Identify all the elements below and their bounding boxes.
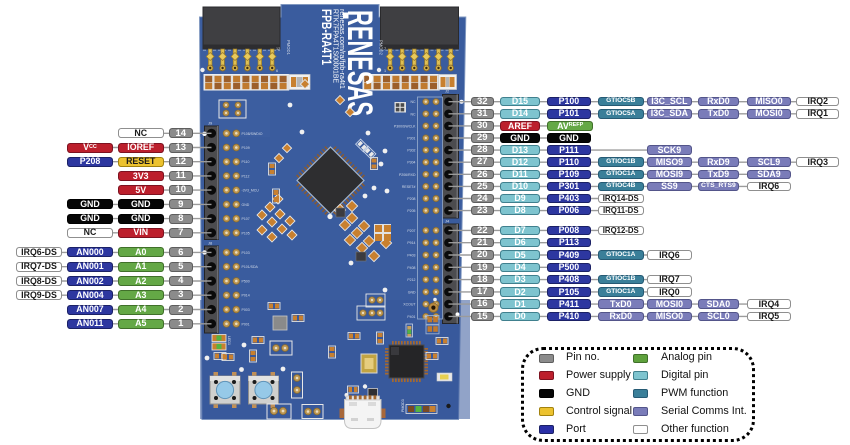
svg-text:FPB-RA4T1: FPB-RA4T1	[319, 9, 334, 65]
svg-text:P109: P109	[242, 146, 250, 150]
svg-text:P401: P401	[407, 315, 415, 319]
svg-text:NC: NC	[410, 100, 416, 104]
svg-text:P207: P207	[407, 229, 415, 233]
svg-text:RTK7FPA4T1S00001BE: RTK7FPA4T1S00001BE	[331, 9, 340, 83]
svg-text:LED1: LED1	[227, 336, 231, 345]
svg-text:P914: P914	[407, 241, 415, 245]
svg-text:P105: P105	[242, 231, 250, 235]
svg-text:P206/RXD: P206/RXD	[399, 173, 416, 177]
svg-text:GND: GND	[242, 203, 250, 207]
svg-text:J4: J4	[445, 219, 450, 224]
svg-text:1: 1	[384, 69, 386, 73]
svg-text:P103: P103	[242, 251, 250, 255]
svg-text:PMOD2: PMOD2	[379, 40, 384, 56]
svg-text:-3V3_MCU: -3V3_MCU	[242, 189, 260, 193]
svg-text:NC: NC	[410, 112, 416, 116]
svg-text:P301: P301	[407, 137, 415, 141]
svg-text:P403: P403	[407, 253, 415, 257]
svg-text:J8: J8	[208, 241, 213, 246]
svg-text:XCOUT: XCOUT	[403, 303, 416, 307]
svg-text:P110: P110	[242, 160, 250, 164]
svg-text:P108/SWDIO: P108/SWDIO	[242, 132, 263, 136]
svg-text:P003: P003	[242, 308, 250, 312]
svg-text:P107: P107	[242, 217, 250, 221]
svg-text:RESET#: RESET#	[402, 185, 416, 189]
svg-text:6: 6	[276, 69, 278, 73]
svg-text:J9: J9	[208, 121, 213, 126]
svg-text:7: 7	[384, 47, 386, 51]
svg-text:P112: P112	[242, 174, 250, 178]
svg-text:P208: P208	[407, 197, 415, 201]
svg-text:P408: P408	[407, 266, 415, 270]
svg-text:PMOD1: PMOD1	[286, 40, 291, 56]
svg-text:P304: P304	[407, 161, 415, 165]
svg-text:P212: P212	[407, 278, 415, 282]
svg-text:P001: P001	[242, 322, 250, 326]
svg-text:PMOD3: PMOD3	[401, 399, 405, 412]
svg-text:P300/SWCLK: P300/SWCLK	[394, 124, 416, 128]
svg-text:J2: J2	[445, 89, 450, 94]
svg-text:P205: P205	[407, 209, 415, 213]
svg-text:P101/SDA: P101/SDA	[242, 265, 259, 269]
svg-text:P302: P302	[407, 149, 415, 153]
svg-text:RENESAS: RENESAS	[340, 10, 379, 116]
svg-text:renesas.com/ra/fpb-ra4t1: renesas.com/ra/fpb-ra4t1	[338, 9, 347, 89]
svg-text:12: 12	[276, 47, 280, 51]
svg-text:P014: P014	[242, 294, 250, 298]
svg-text:GND: GND	[408, 290, 416, 294]
svg-text:P500: P500	[242, 279, 250, 283]
